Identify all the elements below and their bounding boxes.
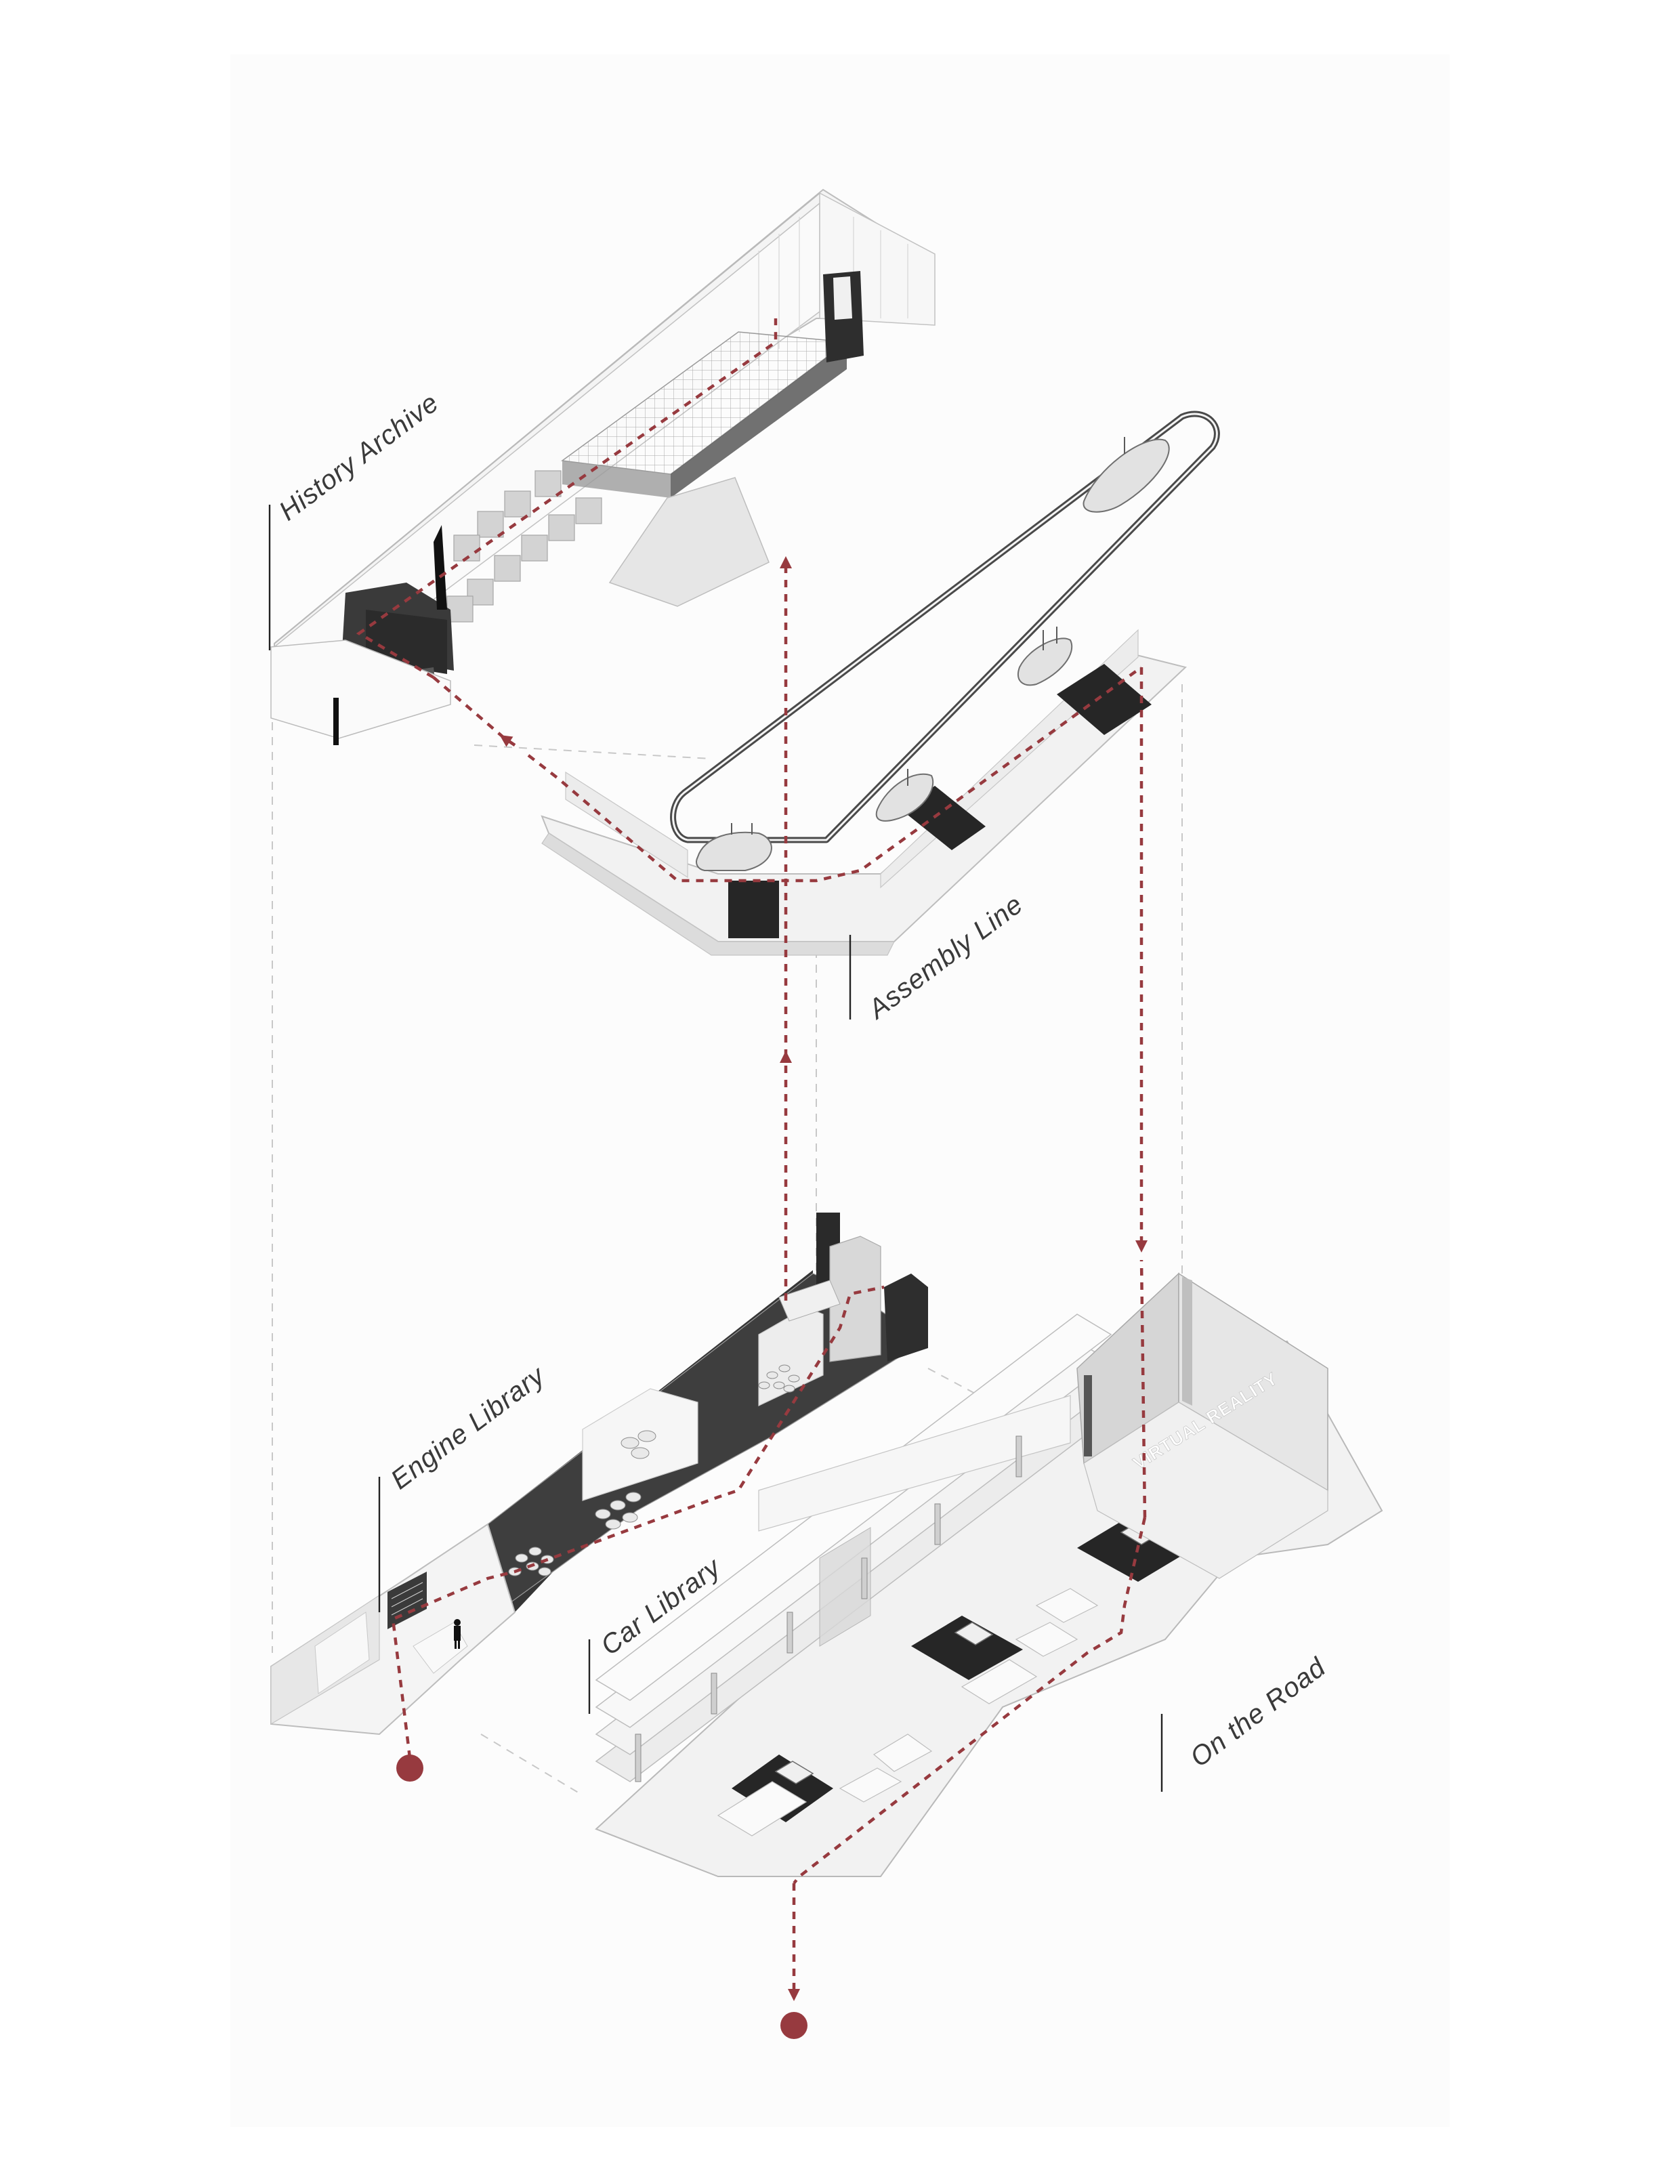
person-figure: [454, 1619, 461, 1649]
visitor-route: [356, 318, 1148, 2039]
assembly-line-block: [541, 411, 1220, 956]
history-archive-block: [270, 188, 936, 745]
car-library-block: VIRTUAL REALITY: [595, 1272, 1383, 1877]
route-start-point: [396, 1755, 423, 1782]
leader-lines: [268, 505, 1163, 1792]
route-end-point: [780, 2012, 807, 2039]
engine-library-block: [270, 1213, 928, 1736]
